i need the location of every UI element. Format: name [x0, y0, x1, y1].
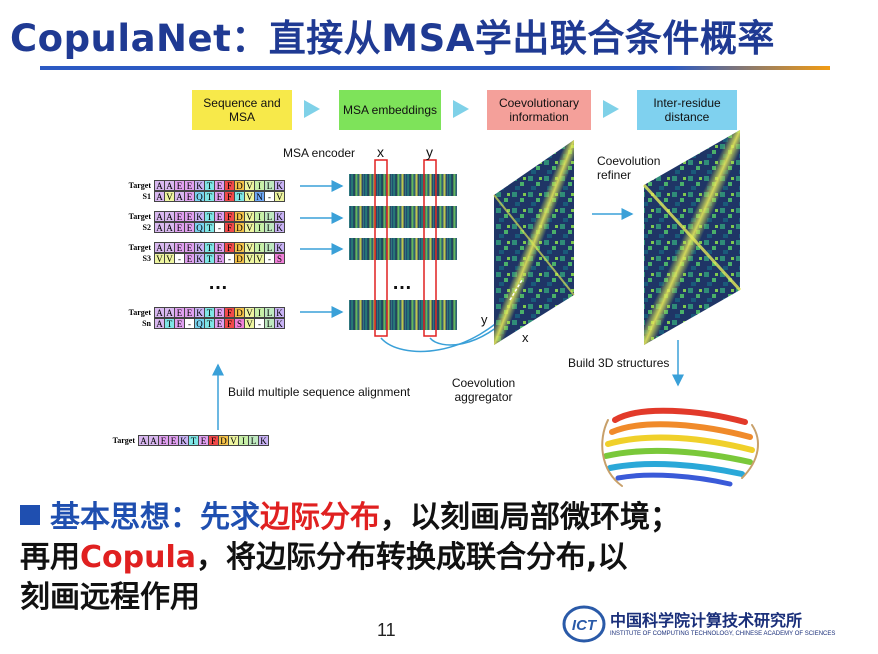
arrow-right-icon: [304, 100, 320, 118]
bullet-text: ，将边际分布转换成联合分布,以: [196, 540, 628, 575]
bullet-text: 刻画远程作用: [20, 580, 200, 615]
title-underline: [40, 66, 830, 70]
map-axis-y-label: y: [481, 312, 488, 327]
sequence-name: Target: [128, 180, 151, 190]
msa-encoder-label: MSA encoder: [283, 146, 356, 160]
residue-cell: K: [274, 306, 285, 318]
refiner-label: Coevolution refiner: [597, 154, 661, 182]
bullet-highlight-copula: Copula: [80, 540, 196, 575]
sequence-name: Target: [128, 242, 151, 252]
step-sequence-msa: Sequence and MSA: [192, 90, 292, 130]
residue-cell: K: [274, 179, 285, 191]
arrow-right-icon: [603, 100, 619, 118]
sequence-name: Target: [112, 435, 135, 445]
page-title: CopulaNet：直接从MSA学出联合条件概率: [10, 17, 775, 60]
step-msa-embeddings: MSA embeddings: [339, 90, 441, 130]
embedding-strip: [349, 174, 457, 196]
build-msa-label: Build multiple sequence alignment: [228, 385, 411, 399]
residue-cell: K: [274, 210, 285, 222]
logo-english-name: INSTITUTE OF COMPUTING TECHNOLOGY, CHINE…: [610, 631, 836, 637]
bullet-text: 再用: [20, 540, 80, 575]
logo-chinese-name: 中国科学院计算技术研究所: [610, 611, 803, 630]
embedding-strip: [349, 206, 457, 228]
column-y-highlight: [423, 159, 437, 337]
bullet-square-icon: [20, 505, 40, 525]
bullet-text: ，以刻画局部微环境；: [380, 500, 680, 535]
step-inter-residue-distance: Inter-residue distance: [637, 90, 737, 130]
embedding-strip: [349, 300, 457, 330]
residue-cell: V: [274, 190, 285, 202]
msa-dots: …: [208, 272, 228, 294]
column-x-label: x: [377, 144, 384, 160]
sequence-name: Target: [128, 211, 151, 221]
sequence-name: S2: [142, 222, 151, 232]
key-idea-bullet: 基本思想：先求边际分布，以刻画局部微环境； 再用Copula，将边际分布转换成联…: [20, 498, 870, 618]
residue-cell: K: [258, 434, 269, 446]
column-x-highlight: [374, 159, 388, 337]
svg-text:ICT: ICT: [572, 617, 598, 634]
ict-logo: ICT 中国科学院计算技术研究所 INSTITUTE OF COMPUTING …: [562, 604, 852, 644]
sequence-name: Target: [128, 307, 151, 317]
page-number: 11: [377, 620, 396, 640]
sequence-name: Sn: [142, 318, 151, 328]
build-3d-label: Build 3D structures: [568, 356, 670, 370]
residue-cell: S: [274, 252, 285, 264]
step-coevolutionary-information: Coevolutionary information: [487, 90, 591, 130]
arrow-right-icon: [453, 100, 469, 118]
map-axis-x-label: x: [522, 330, 529, 345]
residue-cell: K: [274, 241, 285, 253]
column-y-label: y: [426, 144, 433, 160]
aggregator-curve: [380, 298, 521, 353]
aggregator-curve: [429, 309, 516, 346]
sequence-name: S1: [142, 191, 151, 201]
coevolution-map: [493, 140, 575, 345]
sequence-name: S3: [142, 253, 151, 263]
embedding-strip: [349, 238, 457, 260]
residue-cell: K: [274, 317, 285, 329]
protein-structure-icon: [601, 407, 759, 487]
encoder-dots: …: [392, 272, 412, 294]
aggregator-label: Coevolution aggregator: [451, 376, 516, 404]
bullet-highlight-marginal: 边际分布: [260, 500, 380, 535]
bullet-lead: 基本思想：先求: [50, 500, 260, 535]
residue-cell: K: [274, 221, 285, 233]
ict-logo-mark: ICT: [562, 605, 606, 643]
